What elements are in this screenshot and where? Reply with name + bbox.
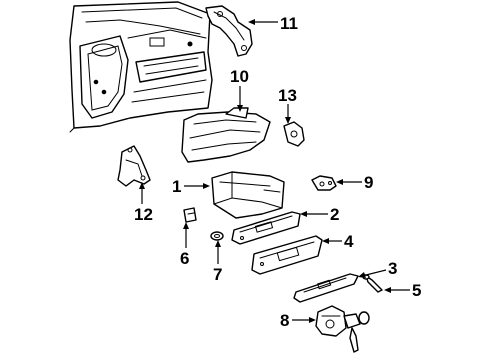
bracket-part-11 <box>205 5 253 57</box>
bumper-part-6 <box>183 207 197 223</box>
striker-part-9 <box>311 175 337 191</box>
bracket-part-12 <box>117 145 151 187</box>
frame-part-10 <box>181 107 271 163</box>
grommet-part-7 <box>210 231 224 241</box>
callout-labels: 11 10 13 12 1 9 2 6 7 4 3 5 8 <box>134 14 421 330</box>
callout-2: 2 <box>330 205 339 224</box>
callout-1: 1 <box>172 177 181 196</box>
callout-5: 5 <box>412 281 421 300</box>
bin-part-1 <box>211 171 285 219</box>
callout-11: 11 <box>280 14 298 33</box>
callout-3: 3 <box>388 259 397 278</box>
screw-part-5 <box>362 274 383 293</box>
instrument-panel <box>69 1 213 133</box>
leader-3 <box>361 269 387 277</box>
door-panel-part-2 <box>231 211 301 245</box>
callout-8: 8 <box>280 311 289 330</box>
handle-part-3 <box>293 273 359 303</box>
callout-9: 9 <box>364 173 373 192</box>
callout-13: 13 <box>278 86 297 105</box>
lock-part-8 <box>315 305 370 353</box>
callout-4: 4 <box>344 232 354 251</box>
callout-10: 10 <box>230 67 249 86</box>
callout-12: 12 <box>134 205 153 224</box>
callout-7: 7 <box>213 265 222 284</box>
leader-lines <box>139 19 410 323</box>
callout-6: 6 <box>180 249 189 268</box>
door-panel-part-4 <box>251 235 323 275</box>
clip-part-13 <box>283 121 305 147</box>
